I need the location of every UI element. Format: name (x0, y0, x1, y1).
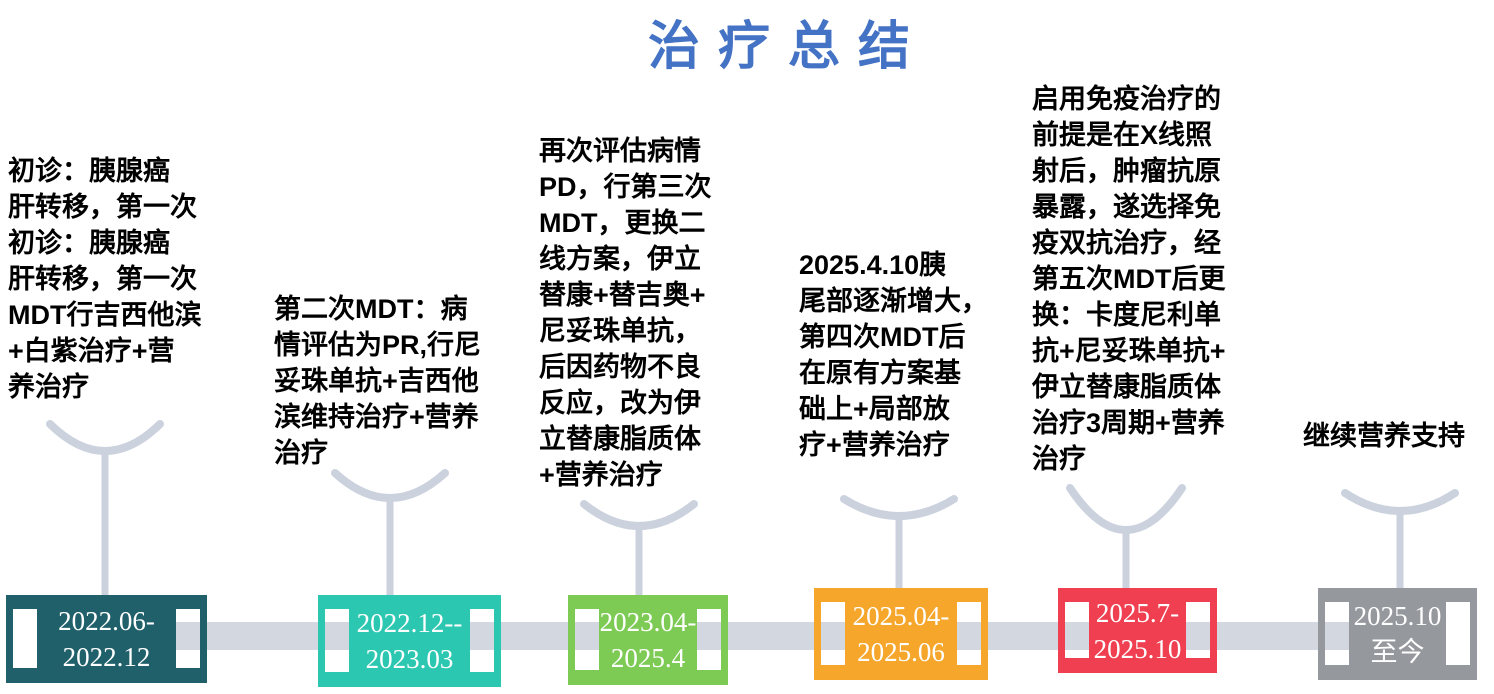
block-bottom-bar (1318, 665, 1477, 680)
connector-2 (331, 469, 449, 596)
block-body (599, 608, 697, 671)
milestone-description-1: 初诊：胰腺癌 肝转移，第一次 初诊：胰腺癌 肝转移，第一次 MDT行吉西他滨 +… (8, 156, 202, 402)
date-label: 2025.04- 2025.06 (852, 601, 950, 667)
block-left-pillar (814, 601, 821, 666)
connector-arc-icon (46, 420, 164, 455)
connector-5 (1066, 484, 1186, 589)
block-left-pillar (6, 608, 13, 669)
block-body (349, 608, 470, 673)
connector-arc-icon (580, 500, 698, 530)
block-right-pillar (981, 601, 988, 666)
connector-arc-icon (331, 469, 449, 502)
date-label: 2025.10 至今 (1353, 601, 1442, 667)
block-top-bar (318, 595, 501, 609)
timeline-date-block-2: 2022.12-- 2023.03 (318, 595, 501, 687)
block-top-bar (6, 595, 207, 609)
block-right-pillar (494, 608, 501, 673)
connector-arc-icon (1066, 484, 1186, 534)
block-body (1349, 601, 1446, 666)
page-title: 治疗总结 (648, 19, 929, 76)
milestone-description-6: 继续营养支持 (1303, 421, 1465, 451)
block-body (845, 601, 957, 666)
block-body (1089, 601, 1186, 659)
block-top-bar (1318, 588, 1477, 602)
block-right-pillar (721, 608, 728, 671)
connector-4 (840, 495, 958, 589)
timeline-date-block-3: 2023.04- 2025.4 (568, 595, 728, 685)
block-right-pillar (200, 608, 207, 669)
block-top-bar (568, 595, 728, 609)
block-left-pillar (1058, 601, 1065, 659)
block-bottom-bar (1058, 658, 1217, 673)
block-right-pillar (1210, 601, 1217, 659)
block-top-bar (814, 588, 988, 602)
milestone-description-5: 启用免疫治疗的 前提是在X线照 射后，肿瘤抗原 暴露，遂选择免 疫双抗治疗，经 … (1032, 84, 1226, 474)
block-left-pillar (568, 608, 575, 671)
block-body (37, 608, 176, 669)
timeline-date-block-1: 2022.06- 2022.12 (6, 595, 207, 683)
block-bottom-bar (568, 670, 728, 685)
milestone-description-4: 2025.4.10胰 尾部逐渐增大， 第四次MDT后 在原有方案基 础上+局部放… (799, 250, 988, 460)
connector-1 (46, 420, 164, 596)
block-right-pillar (1470, 601, 1477, 666)
date-label: 2023.04- 2025.4 (599, 607, 697, 673)
date-label: 2022.12-- 2023.03 (356, 608, 463, 674)
timeline-date-block-5: 2025.7- 2025.10 (1058, 588, 1217, 673)
date-label: 2022.06- 2022.12 (58, 606, 155, 672)
milestone-description-2: 第二次MDT：病 情评估为PR,行尼 妥珠单抗+吉西他 滨维持治疗+营养 治疗 (274, 294, 482, 468)
milestone-description-3: 再次评估病情 PD，行第三次 MDT，更换二 线方案，伊立 替康+替吉奥+ 尼妥… (539, 136, 712, 490)
block-left-pillar (318, 608, 325, 673)
block-left-pillar (1318, 601, 1325, 666)
connector-6 (1341, 489, 1459, 589)
date-label: 2025.7- 2025.10 (1093, 597, 1182, 664)
block-top-bar (1058, 588, 1217, 602)
connector-3 (580, 500, 698, 597)
block-bottom-bar (318, 672, 501, 687)
connector-arc-icon (840, 495, 958, 520)
timeline-date-block-4: 2025.04- 2025.06 (814, 588, 988, 680)
block-bottom-bar (814, 665, 988, 680)
timeline-date-block-6: 2025.10 至今 (1318, 588, 1477, 680)
block-bottom-bar (6, 668, 207, 683)
connector-arc-icon (1341, 489, 1459, 515)
